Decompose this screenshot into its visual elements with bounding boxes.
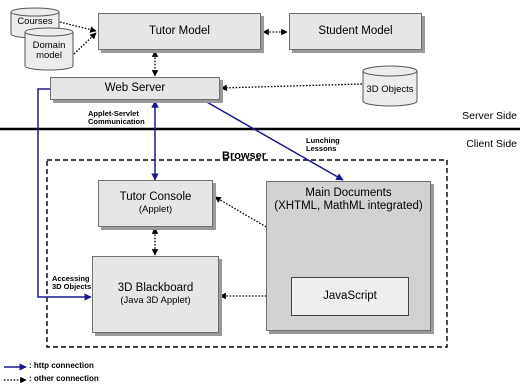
client-side-label: Client Side: [466, 138, 517, 150]
tutor-console-title: Tutor Console: [119, 191, 192, 204]
accessing-objects-line: [37, 88, 92, 301]
launching-lessons-line: [204, 100, 344, 181]
accessing-label-line1: Accessing: [52, 274, 90, 283]
applet-servlet-label-line2: Communication: [88, 117, 145, 127]
tutor-model-box: Tutor Model: [98, 13, 261, 50]
applet-servlet-label-line1: Applet-Servlet: [88, 109, 139, 118]
server-side-label: Server Side: [462, 110, 517, 122]
main-documents-title: Main Documents: [305, 187, 392, 199]
legend-other-label: : other connection: [29, 374, 99, 383]
tutor-console-box: Tutor Console (Applet): [98, 180, 213, 227]
accessing-objects-label: Accessing 3D Objects: [52, 274, 92, 292]
blackboard-box: 3D Blackboard (Java 3D Applet): [92, 256, 219, 333]
courses-db-label: Courses: [17, 16, 53, 27]
launching-lessons-label: Lunching Lessons: [306, 136, 340, 154]
tutor-model-title: Tutor Model: [149, 24, 210, 37]
web-server-box: Web Server: [50, 77, 220, 100]
tutor-console-subtitle: (Applet): [138, 203, 173, 215]
web-server-title: Web Server: [104, 81, 166, 94]
domain-model-label-line1: Domain: [32, 40, 66, 51]
main-documents-subtitle: (XHTML, MathML integrated): [274, 200, 423, 213]
student-model-box: Student Model: [289, 13, 422, 50]
applet-servlet-label: Applet-Servlet Communication: [88, 109, 145, 127]
accessing-label-line2: 3D Objects: [52, 282, 92, 292]
blackboard-title: 3D Blackboard: [117, 282, 194, 295]
objects-3d-db-icon: [362, 65, 418, 107]
browser-label: Browser: [222, 150, 267, 162]
javascript-title: JavaScript: [323, 289, 377, 302]
domain-model-label-line2: model: [36, 50, 62, 62]
blackboard-subtitle: (Java 3D Applet): [120, 294, 191, 306]
objects-3d-db-label: 3D Objects: [366, 84, 414, 95]
legend-http-label: : http connection: [29, 361, 94, 370]
browser-frame: [46, 159, 448, 348]
objects-3d-to-web-server-line: [220, 83, 363, 92]
domain-model-db-icon: [24, 27, 74, 71]
domain-model-db-label: Domain model: [27, 40, 71, 62]
student-model-title: Student Model: [318, 24, 393, 37]
launching-label-line1: Lunching: [306, 136, 340, 145]
domain-model-to-tutor-model-line: [73, 32, 97, 55]
javascript-box: JavaScript: [291, 277, 409, 316]
launching-label-line2: Lessons: [306, 144, 337, 154]
